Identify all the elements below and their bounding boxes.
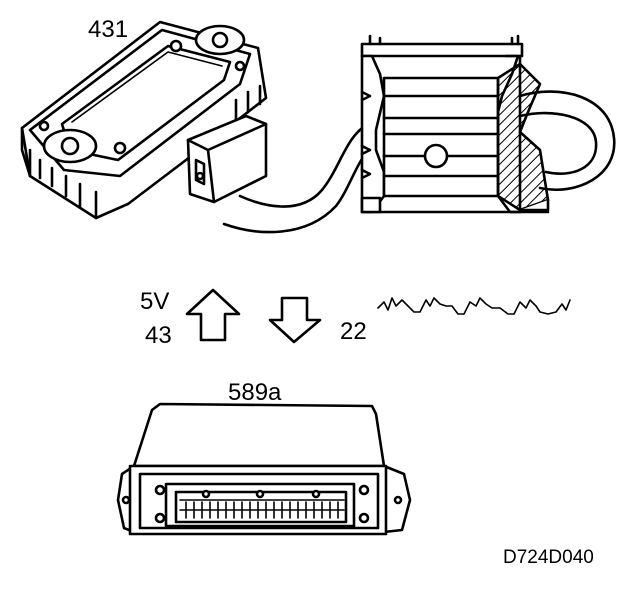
control-unit	[116, 402, 412, 536]
ecu-label: 589a	[228, 379, 282, 406]
sensor-label: 431	[88, 16, 129, 43]
intake-manifold	[360, 34, 616, 214]
signal-pin-label: 22	[340, 318, 367, 345]
supply-pin-label: 43	[145, 322, 172, 349]
signal-down-arrow-icon	[268, 296, 322, 344]
figure-code: D724D040	[503, 547, 594, 568]
supply-up-arrow-icon	[185, 288, 241, 342]
pressure-sensor	[20, 20, 268, 220]
voltage-label: 5V	[140, 288, 170, 315]
signal-waveform	[377, 297, 571, 315]
vacuum-hose	[222, 122, 374, 234]
